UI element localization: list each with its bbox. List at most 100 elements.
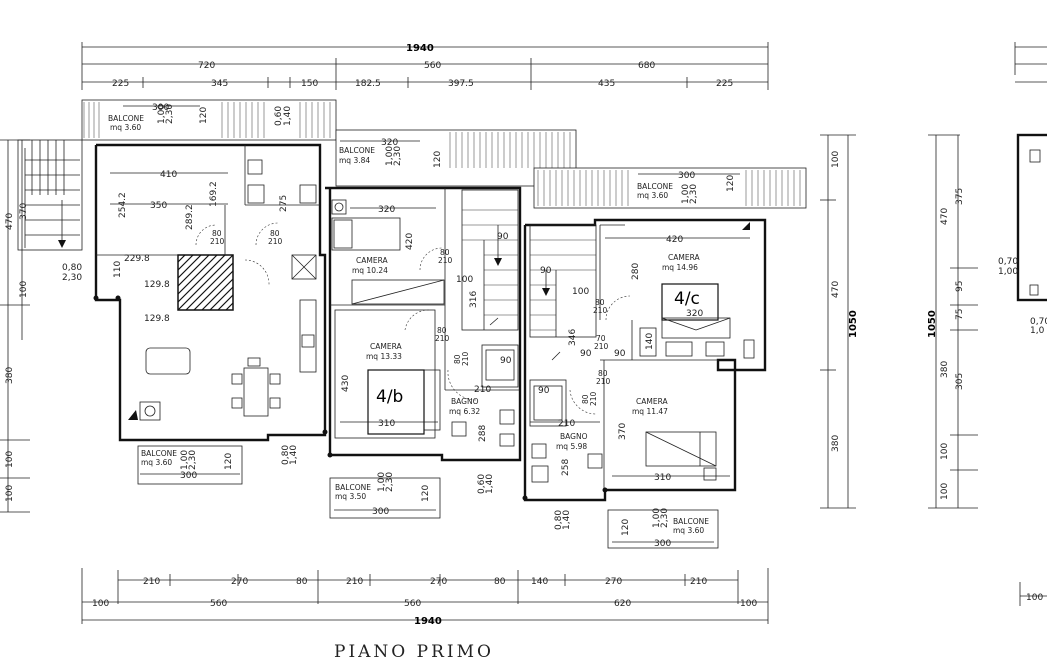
svg-text:210: 210 — [438, 256, 453, 265]
svg-text:254.2: 254.2 — [118, 192, 128, 218]
svg-text:210: 210 — [558, 419, 575, 429]
svg-text:1,00: 1,00 — [385, 146, 395, 166]
balcony-width: 320 — [381, 138, 398, 148]
left-dimension-chain: 470 370 100 380 100 100 — [0, 139, 30, 513]
svg-text:140: 140 — [645, 333, 655, 350]
svg-text:90: 90 — [540, 266, 552, 276]
balcony-width: 300 — [180, 471, 197, 481]
svg-text:0,80: 0,80 — [554, 510, 564, 530]
svg-text:210: 210 — [461, 351, 470, 366]
top-row3-dim: 182.5 — [355, 79, 381, 89]
unit-a: BALCONE mq 3.60 300 410 350 254.2 289.2 … — [62, 99, 337, 485]
svg-text:80: 80 — [212, 229, 222, 238]
balcony-area: mq 3.60 — [637, 191, 668, 200]
room-name: CAMERA — [356, 256, 388, 265]
bottom-row1-dim: 80 — [494, 577, 506, 587]
svg-text:310: 310 — [378, 419, 395, 429]
svg-text:0,80: 0,80 — [62, 263, 82, 273]
bottom-dimension-chains: 210 270 80 210 270 80 140 270 210 100 56… — [81, 568, 769, 627]
svg-text:210: 210 — [474, 385, 491, 395]
left-sub-dim: 380 — [5, 367, 15, 384]
svg-text:1,40: 1,40 — [562, 510, 572, 530]
svg-text:1,00: 1,00 — [157, 104, 167, 124]
svg-text:350: 350 — [150, 201, 167, 211]
bottom-row1-dim: 270 — [430, 577, 447, 587]
balcony-label: BALCONE — [673, 517, 709, 526]
svg-text:210: 210 — [435, 334, 450, 343]
room-name: CAMERA — [668, 253, 700, 262]
svg-text:430: 430 — [341, 375, 351, 392]
bottom-row1-dim: 210 — [143, 577, 160, 587]
svg-text:90: 90 — [497, 232, 509, 242]
far-right-sub-dim: 75 — [955, 309, 965, 320]
svg-text:258: 258 — [561, 459, 571, 476]
balcony-label: BALCONE — [108, 114, 144, 123]
left-sub-dim: 100 — [5, 485, 15, 502]
svg-text:320: 320 — [378, 205, 395, 215]
top-row3-dim: 150 — [301, 79, 318, 89]
top-row3-dim: 345 — [211, 79, 228, 89]
room-area: mq 6.32 — [449, 407, 480, 416]
top-row3-dim: 225 — [112, 79, 129, 89]
room-name: CAMERA — [636, 397, 668, 406]
svg-text:120: 120 — [726, 175, 736, 192]
bottom-row2-dim: 620 — [614, 599, 631, 609]
top-row3-dim: 225 — [716, 79, 733, 89]
room-name: BAGNO — [560, 432, 588, 441]
svg-text:2,30: 2,30 — [393, 146, 403, 166]
svg-text:420: 420 — [405, 233, 415, 250]
svg-text:90: 90 — [614, 349, 626, 359]
top-dimension-chains: 1940 720 560 680 225 345 150 182.5 397.5… — [81, 42, 769, 90]
top-row2-dim: 560 — [424, 61, 441, 71]
svg-text:2,30: 2,30 — [165, 104, 175, 124]
left-sub-dim: 100 — [5, 451, 15, 468]
top-row2-dim: 680 — [638, 61, 655, 71]
svg-text:289.2: 289.2 — [185, 204, 195, 230]
room-area: mq 13.33 — [366, 352, 402, 361]
far-right-window-label: 0,70 — [1030, 317, 1047, 327]
room-area: mq 11.47 — [632, 407, 668, 416]
room-name: BAGNO — [451, 397, 479, 406]
far-right-sub-dim: 470 — [940, 208, 950, 225]
svg-text:100: 100 — [456, 275, 473, 285]
svg-text:0,80: 0,80 — [281, 445, 291, 465]
balcony-width: 300 — [372, 507, 389, 517]
svg-text:1,40: 1,40 — [485, 474, 495, 494]
svg-text:80: 80 — [437, 326, 447, 335]
right-dimension-chain: 100 470 380 1050 — [820, 134, 859, 509]
svg-text:80: 80 — [440, 248, 450, 257]
svg-text:100: 100 — [572, 287, 589, 297]
bottom-row1-dim: 140 — [531, 577, 548, 587]
svg-text:210: 210 — [589, 391, 598, 406]
svg-text:1,00: 1,00 — [652, 508, 662, 528]
bottom-row1-dim: 270 — [231, 577, 248, 587]
far-right-sub-dim: 305 — [955, 373, 965, 390]
svg-text:0,60: 0,60 — [477, 474, 487, 494]
svg-text:0,60: 0,60 — [274, 106, 284, 126]
top-row3-dim: 435 — [598, 79, 615, 89]
svg-text:1,0: 1,0 — [1030, 326, 1045, 336]
svg-text:120: 120 — [421, 485, 431, 502]
right-total-dim: 1050 — [848, 310, 859, 338]
svg-text:275: 275 — [279, 195, 289, 212]
svg-text:2,30: 2,30 — [689, 184, 699, 204]
unit-c-4c: 300 BALCONE mq 3.60 1,00 2,30 120 420 CA… — [522, 167, 807, 549]
svg-text:129.8: 129.8 — [144, 280, 170, 290]
svg-text:316: 316 — [469, 291, 479, 308]
far-right-sub-dim: 100 — [940, 443, 950, 460]
far-right-sub-dim: 100 — [940, 483, 950, 500]
room-name: CAMERA — [370, 342, 402, 351]
room-area: mq 14.96 — [662, 263, 698, 272]
svg-text:1,00: 1,00 — [681, 184, 691, 204]
right-sub-dim: 100 — [831, 151, 841, 168]
top-total-dim: 1940 — [406, 43, 434, 54]
svg-text:1,40: 1,40 — [283, 106, 293, 126]
svg-text:129.8: 129.8 — [144, 314, 170, 324]
far-right-total-dim: 1050 — [927, 310, 938, 338]
left-sub-dim: 470 — [5, 213, 15, 230]
left-sub-dim: 100 — [19, 281, 29, 298]
svg-text:346: 346 — [568, 329, 578, 346]
balcony-label: BALCONE — [339, 146, 375, 155]
svg-text:169.2: 169.2 — [209, 181, 219, 207]
